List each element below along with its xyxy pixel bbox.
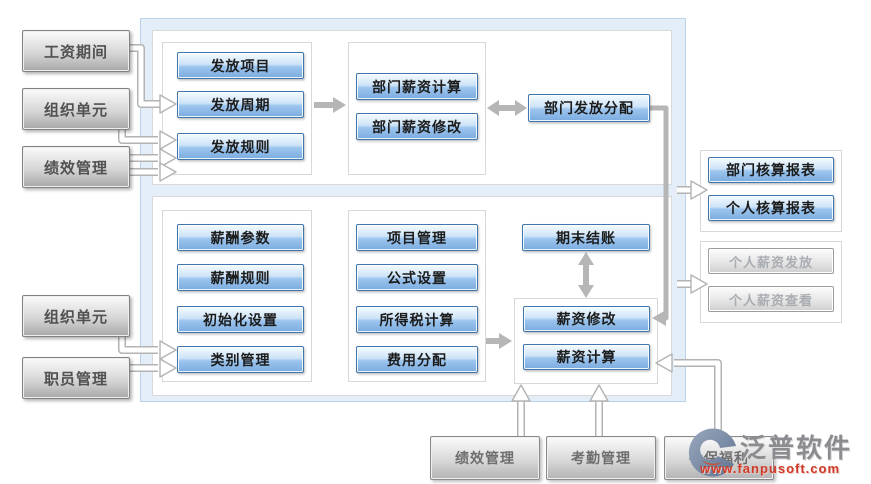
connector-panel-to-reports — [677, 180, 708, 200]
node-init-setup: 初始化设置 — [177, 306, 304, 333]
arrow-periodclose-salaryops-bidirectional — [578, 252, 594, 298]
fanpu-logo: 泛普软件 www.fanpusoft.com — [686, 424, 871, 484]
node-personal-salary-view: 个人薪资查看 — [708, 286, 834, 312]
node-pay-item: 发放项目 — [177, 52, 304, 79]
node-pay-cycle: 发放周期 — [177, 91, 304, 118]
node-dept-pay-allocation: 部门发放分配 — [528, 94, 650, 122]
node-staff-mgmt: 职员管理 — [22, 357, 130, 399]
node-salary-calc: 薪资计算 — [523, 344, 650, 370]
connector-pay-period-to-pay-cycle — [130, 44, 177, 114]
node-pay-rule: 发放规则 — [177, 133, 304, 160]
fanpu-logo-text: 泛普软件 — [740, 433, 853, 463]
node-org-unit-1: 组织单元 — [22, 88, 130, 130]
connector-staff-to-category — [130, 358, 177, 378]
connector-performance-to-pay-rule-a — [130, 148, 177, 168]
fanpu-logo-url: www.fanpusoft.com — [700, 461, 841, 476]
node-project-mgmt: 项目管理 — [356, 224, 478, 251]
node-performance-mgmt-left: 绩效管理 — [22, 146, 130, 188]
connector-performance-bottom-up — [511, 384, 531, 440]
node-attendance-mgmt: 考勤管理 — [546, 436, 656, 480]
arrow-payout-to-deptsalary — [314, 97, 346, 113]
node-dept-salary-modify: 部门薪资修改 — [356, 113, 478, 140]
node-formula-setup: 公式设置 — [356, 264, 478, 291]
node-pay-period: 工资期间 — [22, 30, 130, 72]
node-salary-params: 薪酬参数 — [177, 224, 304, 251]
node-category-mgmt: 类别管理 — [177, 346, 304, 373]
node-salary-rules: 薪酬规则 — [177, 264, 304, 291]
connector-org-unit2-to-category — [118, 337, 177, 360]
connector-attendance-up — [589, 384, 609, 440]
connector-performance-to-pay-rule-b — [130, 162, 177, 182]
fanpu-swoosh-icon — [688, 428, 736, 477]
arrow-deptsalary-allocation-bidirectional — [487, 100, 527, 116]
node-dept-report: 部门核算报表 — [708, 157, 834, 183]
node-income-tax-calc: 所得税计算 — [356, 306, 478, 333]
arrow-allocation-to-salary-modify — [650, 105, 669, 326]
connector-org-unit1-to-pay-rule — [118, 130, 177, 150]
node-dept-salary-calc: 部门薪资计算 — [356, 73, 478, 100]
node-org-unit-2: 组织单元 — [22, 295, 130, 337]
dept-salary-group — [348, 42, 486, 175]
node-period-end-closing: 期末结账 — [522, 224, 650, 251]
node-personal-salary-pay: 个人薪资发放 — [708, 248, 834, 274]
node-expense-allocation: 费用分配 — [356, 346, 478, 373]
connector-social-security-to-salary-calc — [655, 353, 722, 440]
node-personal-report: 个人核算报表 — [708, 195, 834, 221]
node-salary-modify: 薪资修改 — [523, 306, 650, 332]
node-performance-mgmt-bottom: 绩效管理 — [430, 436, 540, 480]
arrow-calcsetup-to-salaryops — [486, 333, 512, 349]
connector-panel-to-personal — [677, 274, 708, 294]
